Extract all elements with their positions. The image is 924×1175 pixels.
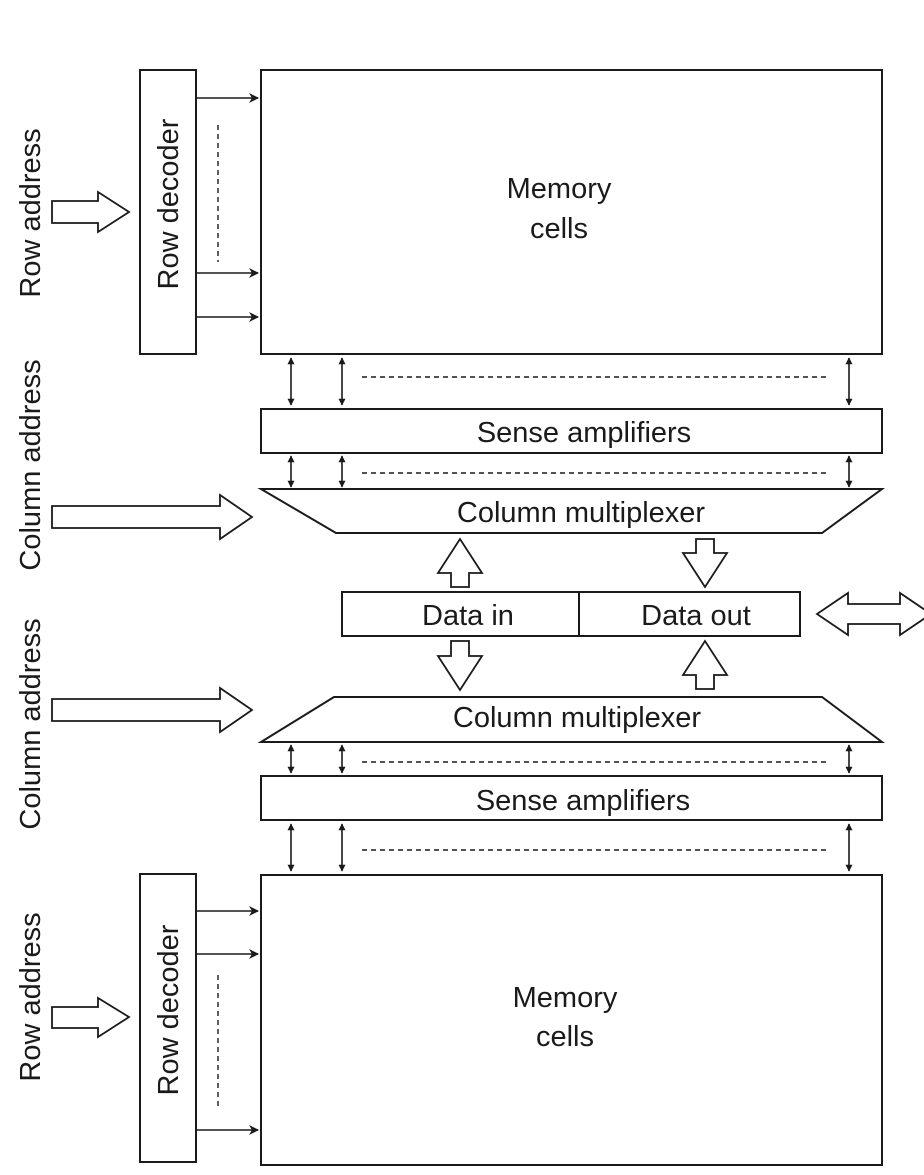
data-out-box xyxy=(578,591,801,637)
data-out-label: Data out xyxy=(641,600,751,632)
lower-sense-amplifiers xyxy=(260,775,883,821)
lower-column-multiplexer xyxy=(257,696,885,743)
data-in-label: Data in xyxy=(422,600,514,632)
lower-bank: Column multiplexer Column address Sense … xyxy=(15,618,885,1166)
upper-column-multiplexer-label: Column multiplexer xyxy=(457,497,706,529)
upper-row-decoder xyxy=(139,69,197,355)
upper-memory-cells-label-line1: Memory xyxy=(507,173,612,205)
external-data-bus-arrow xyxy=(815,591,924,637)
upper-mux-to-data-out-arrow xyxy=(681,538,729,589)
lower-row-decoder xyxy=(139,873,197,1163)
lower-row-decoder-label: Row decoder xyxy=(153,924,185,1095)
upper-sense-amplifiers-label: Sense amplifiers xyxy=(477,417,691,449)
lower-mux-to-data-out-arrow xyxy=(681,639,729,690)
upper-row-decoder-label: Row decoder xyxy=(153,118,185,289)
upper-memory-cells xyxy=(260,69,883,355)
lower-column-multiplexer-label: Column multiplexer xyxy=(453,702,702,734)
lower-row-address-label: Row address xyxy=(15,912,47,1081)
upper-row-address-arrow xyxy=(51,190,131,234)
lower-column-address-label: Column address xyxy=(15,618,47,829)
lower-memory-cells-label-line2: cells xyxy=(536,1021,594,1053)
upper-column-address-label: Column address xyxy=(15,359,47,570)
lower-row-address-arrow xyxy=(51,996,131,1039)
data-io: Data in Data out xyxy=(341,537,924,692)
lower-column-address-arrow xyxy=(51,686,254,734)
data-in-box xyxy=(341,591,580,637)
upper-column-address-arrow xyxy=(51,493,254,541)
upper-column-multiplexer xyxy=(257,488,886,534)
lower-sense-amplifiers-label: Sense amplifiers xyxy=(476,785,690,817)
upper-memory-cells-label-line2: cells xyxy=(530,213,588,245)
data-in-to-lower-mux-arrow xyxy=(436,640,484,692)
lower-memory-cells-label-line1: Memory xyxy=(513,982,618,1014)
data-in-to-upper-mux-arrow xyxy=(436,537,484,588)
upper-sense-amplifiers xyxy=(260,408,883,454)
lower-memory-cells xyxy=(260,874,883,1166)
upper-bank: Row address Row decoder Memory cells Sen… xyxy=(15,69,886,571)
upper-row-address-label: Row address xyxy=(15,128,47,297)
